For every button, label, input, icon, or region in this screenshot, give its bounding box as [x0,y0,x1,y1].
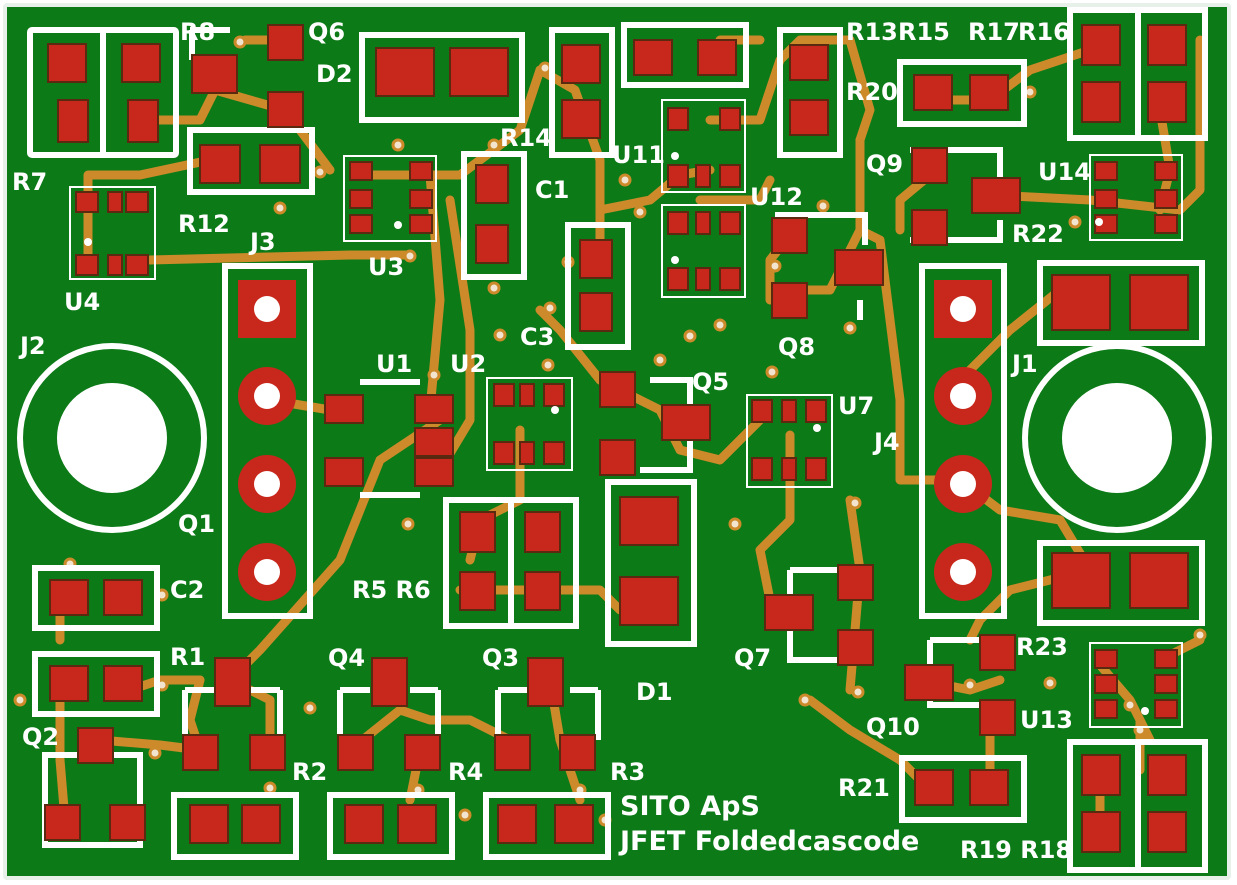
smd-pads [44,24,1189,853]
label-D2: D2 [316,60,353,88]
label-R5R6: R5 R6 [352,576,431,604]
label-U4: U4 [64,288,100,316]
mounting-holes [57,383,1172,493]
label-U11: U11 [612,141,665,169]
label-U12: U12 [750,183,803,211]
label-R2: R2 [292,758,327,786]
label-Q1: Q1 [178,510,215,538]
label-Q4: Q4 [328,644,365,672]
label-Q6: Q6 [308,18,345,46]
label-Q5: Q5 [692,368,729,396]
label-R22: R22 [1012,220,1064,248]
board-title-line2: JFET Foldedcascode [618,826,919,857]
label-R4: R4 [448,758,483,786]
label-R21: R21 [838,774,890,802]
label-U2: U2 [450,350,486,378]
label-J4: J4 [872,428,900,456]
silkscreen-outlines [17,7,1212,873]
label-Q7: Q7 [734,644,771,672]
header-pins [238,280,992,601]
board-title-line1: SITO ApS [620,791,760,822]
label-J1: J1 [1010,350,1038,378]
label-U1: U1 [376,350,412,378]
label-R23: R23 [1016,633,1068,661]
label-R15: R15 [898,18,950,46]
label-J2: J2 [18,332,46,360]
label-R13: R13 [846,18,898,46]
label-R20: R20 [846,78,898,106]
label-R8: R8 [180,18,215,46]
label-D1: D1 [636,678,673,706]
label-Q10: Q10 [866,713,920,741]
label-R14: R14 [500,124,552,152]
label-C1: C1 [535,176,569,204]
label-Q9: Q9 [866,150,903,178]
label-Q3: Q3 [482,644,519,672]
label-R12: R12 [178,210,230,238]
label-U13: U13 [1020,706,1073,734]
label-R17: R17 [968,18,1020,46]
label-R7: R7 [12,168,47,196]
label-Q2: Q2 [22,723,59,751]
ic-outlines [69,99,1183,728]
label-R3: R3 [610,758,645,786]
label-U14: U14 [1038,158,1091,186]
label-C2: C2 [170,576,204,604]
label-R1: R1 [170,643,205,671]
label-R19R18: R19 R18 [960,836,1072,864]
label-U3: U3 [368,253,404,281]
pin1-markers [84,152,1149,715]
label-C3: C3 [520,323,554,351]
label-U7: U7 [838,392,874,420]
label-R16: R16 [1018,18,1070,46]
label-Q8: Q8 [778,333,815,361]
label-J3: J3 [248,228,276,256]
